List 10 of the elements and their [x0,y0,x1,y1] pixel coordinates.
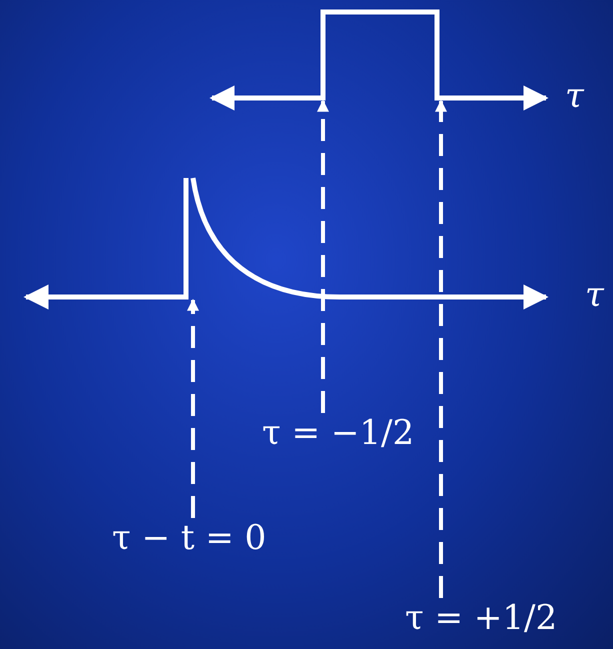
equation-label: τ = −1/2 [262,415,414,452]
decay-graph-drawing [24,178,548,310]
equation-label: τ = +1/2 [405,600,558,638]
leader-arrow [435,100,447,598]
equation-label: τ − t = 0 [112,520,266,558]
leader-arrow [317,100,329,413]
pulse-graph-drawing [210,10,548,110]
axis-label: τ [585,277,604,314]
axis-label: τ [565,78,584,116]
leader-arrow [187,298,199,518]
